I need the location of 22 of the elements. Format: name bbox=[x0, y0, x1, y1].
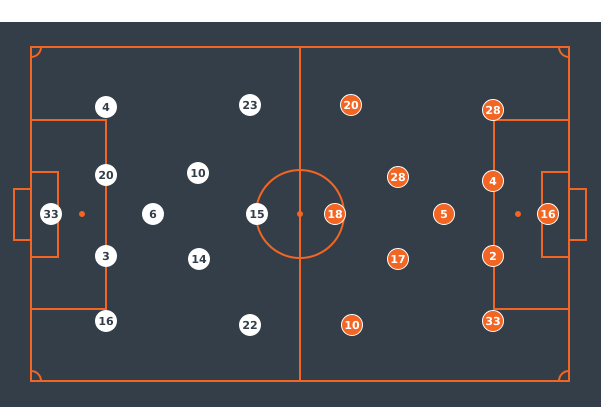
player-marker: 14 bbox=[188, 248, 210, 270]
player-marker: 6 bbox=[142, 203, 164, 225]
player-marker: 2 bbox=[482, 245, 504, 267]
player-marker: 4 bbox=[95, 96, 117, 118]
player-marker: 17 bbox=[387, 248, 409, 270]
player-marker: 33 bbox=[482, 310, 504, 332]
player-marker: 20 bbox=[340, 94, 362, 116]
player-marker: 22 bbox=[239, 314, 261, 336]
player-marker: 33 bbox=[40, 203, 62, 225]
player-marker: 18 bbox=[324, 203, 346, 225]
player-marker: 28 bbox=[387, 166, 409, 188]
player-marker: 10 bbox=[341, 314, 363, 336]
player-marker: 23 bbox=[239, 94, 261, 116]
player-marker: 3 bbox=[95, 245, 117, 267]
player-marker: 16 bbox=[95, 310, 117, 332]
player-marker: 16 bbox=[537, 203, 559, 225]
player-marker: 5 bbox=[433, 203, 455, 225]
player-marker: 28 bbox=[482, 99, 504, 121]
player-marker: 15 bbox=[246, 203, 268, 225]
player-marker: 20 bbox=[95, 164, 117, 186]
player-marker: 10 bbox=[187, 162, 209, 184]
player-marker: 4 bbox=[482, 170, 504, 192]
